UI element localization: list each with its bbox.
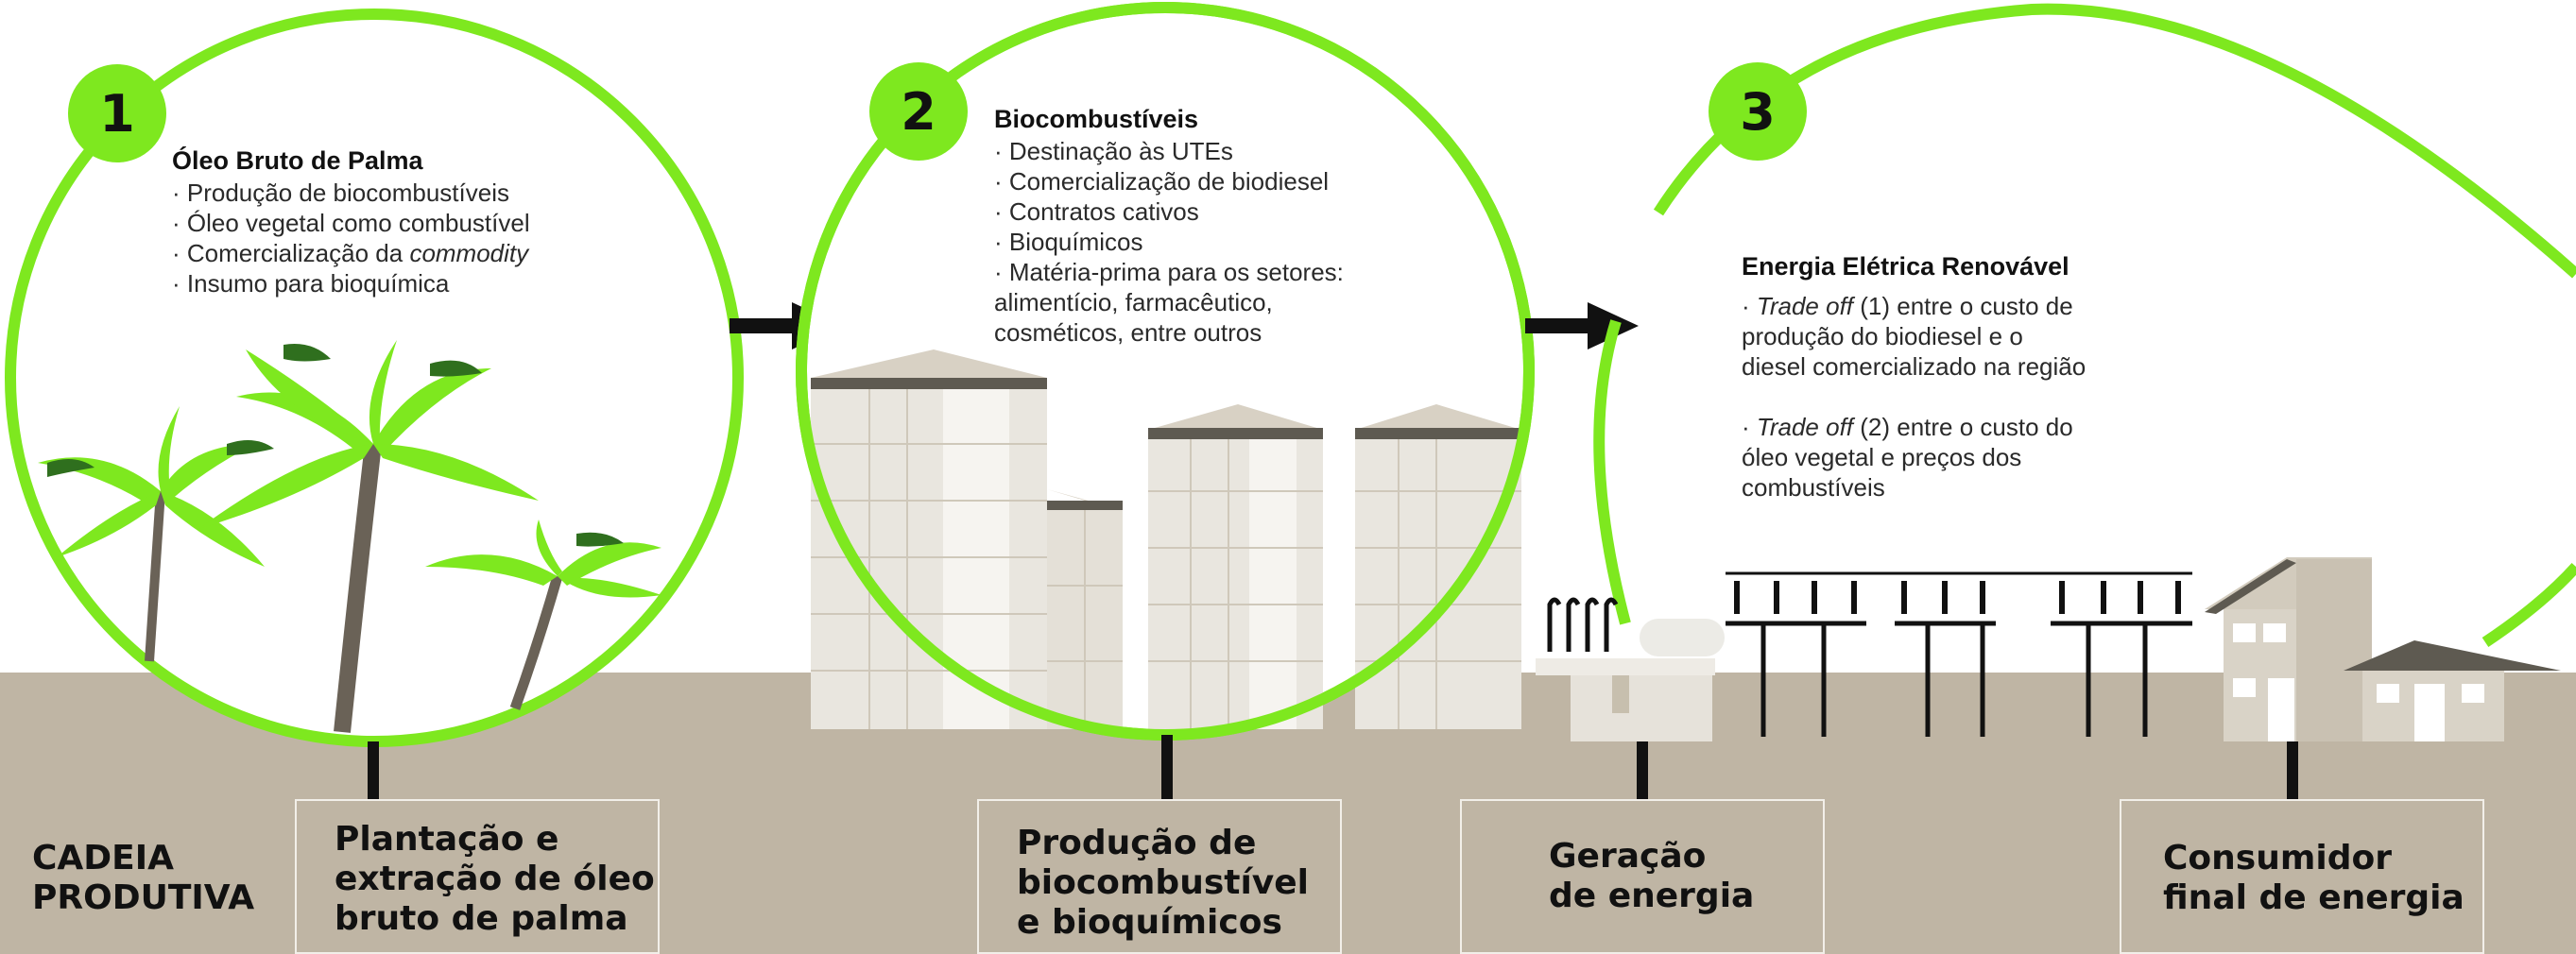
stage-1-item: · Insumo para bioquímica [172,269,450,298]
stage-3-item: produção do biodiesel e o [1742,322,2023,350]
stage-2-box-line: e bioquímicos [1017,903,1282,942]
stage-1-connector [368,741,379,800]
stage-2-heading: Biocombustíveis [994,105,1199,133]
stage-2-item: · Destinação às UTEs [994,137,1233,165]
stage-1-text: Óleo Bruto de Palma · Produção de biocom… [172,145,530,298]
stage-3-badge: 3 [1709,62,1807,161]
stage-1-heading: Óleo Bruto de Palma [172,146,423,175]
power-plant-illustration [1536,597,1725,741]
stage-2-box-line: biocombustível [1017,863,1310,902]
chain-label-line: PRODUTIVA [32,878,255,917]
stage-3-item: óleo vegetal e preços dos [1742,443,2022,471]
stage-2-item: alimentício, farmacêutico, [994,288,1273,316]
stage-4-box-line: Consumidor [2163,839,2392,877]
palm-trees-illustration [38,340,661,733]
houses-illustration [2205,557,2561,741]
stage-4-box-line: final de energia [2163,878,2464,917]
stage-2-text: Biocombustíveis · Destinação às UTEs · C… [994,104,1344,348]
stage-2-item: · Matéria-prima para os setores: [994,258,1344,286]
stage-1-item: · Comercialização da commodity [172,239,529,267]
stage-3-item: combustíveis [1742,473,1885,502]
stage-3-heading: Energia Elétrica Renovável [1742,252,2069,281]
stage-2-connector [1161,735,1173,799]
stage-2-item: · Bioquímicos [994,228,1143,256]
stage-1-box-line: bruto de palma [335,899,628,938]
stage-4-box: Consumidor final de energia [2120,799,2484,954]
stage-2-item: cosméticos, entre outros [994,318,1262,347]
stage-4-connector [2287,741,2298,800]
stage-2-item: · Comercialização de biodiesel [994,167,1330,196]
stage-3-item: · Trade off (2) entre o custo do [1742,413,2073,441]
stage-1-box-line: extração de óleo [335,860,655,898]
chain-label-line: CADEIA [32,839,175,877]
stage-3-box-line: de energia [1549,877,1755,915]
silos-illustration [811,349,1521,729]
stage-3-box-line: Geração [1549,837,1707,876]
stage-2-box: Produção de biocombustível e bioquímicos [977,799,1342,954]
stage-2-box-line: Produção de [1017,824,1257,862]
stage-3-item: · Trade off (1) entre o custo de [1742,292,2073,320]
stage-1-box: Plantação e extração de óleo bruto de pa… [295,799,660,954]
stage-1-item: · Óleo vegetal como combustível [172,209,530,237]
stage-3-box: Geração de energia [1460,799,1825,954]
stage-2-badge: 2 [869,62,968,161]
stage-3-item: diesel comercializado na região [1742,352,2087,381]
productive-chain-label: CADEIA PRODUTIVA [32,839,254,918]
arrow-2-icon [1525,302,1639,349]
stage-1-badge: 1 [68,64,166,162]
transmission-lines-illustration [1726,571,2192,737]
stage-3-text: Energia Elétrica Renovável · Trade off (… [1742,251,2086,503]
stage-1-item: · Produção de biocombustíveis [172,179,509,207]
stage-1-box-line: Plantação e [335,820,559,859]
stage-2-item: · Contratos cativos [994,197,1199,226]
stage-3-connector [1637,741,1648,800]
